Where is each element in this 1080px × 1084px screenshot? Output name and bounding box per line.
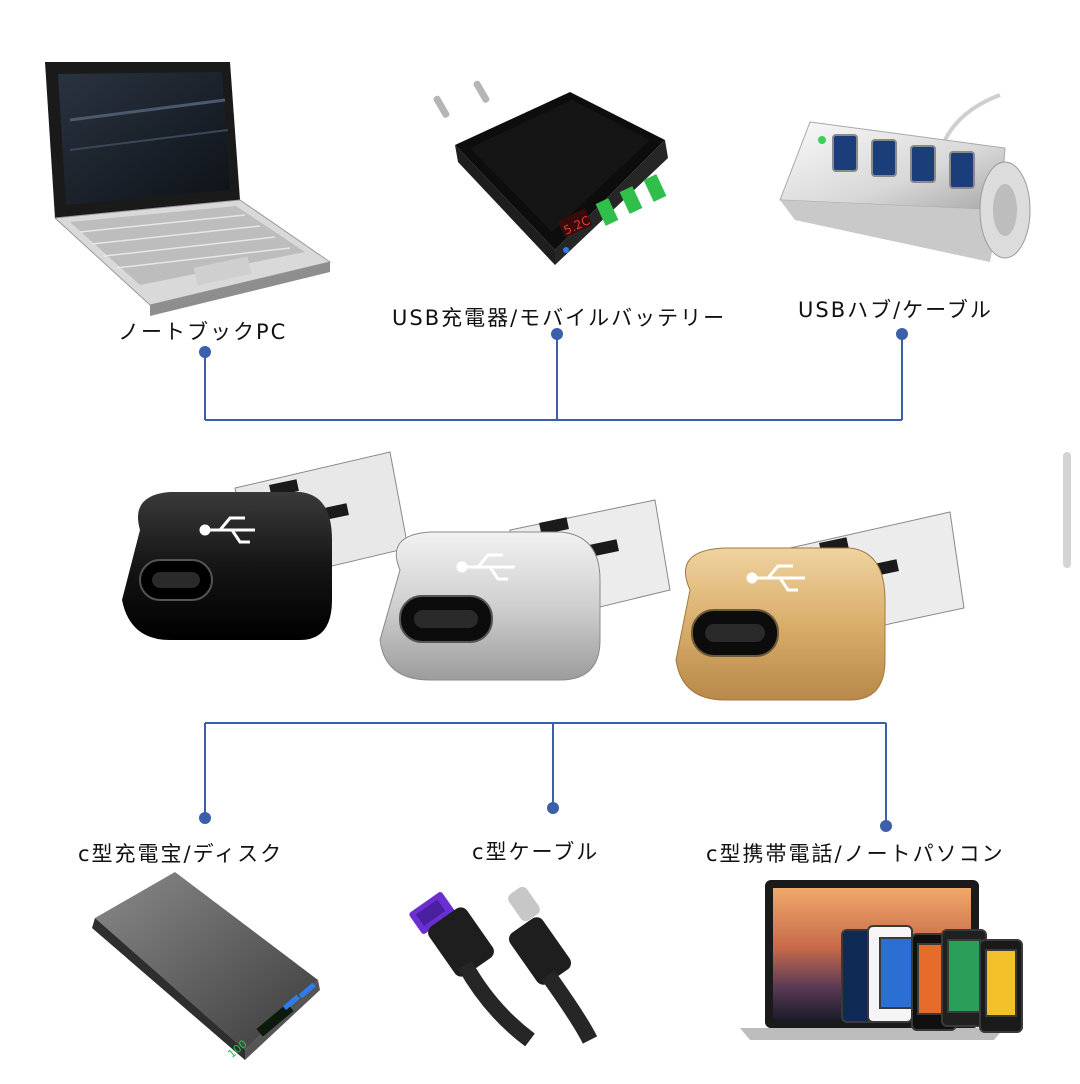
laptop-icon xyxy=(45,62,332,316)
label-notebook-pc: ノートブックPC xyxy=(118,320,288,344)
label-c-cable: c型ケーブル xyxy=(472,840,600,864)
top-connector-lines xyxy=(204,334,903,421)
label-usb-hub: USBハブ/ケーブル xyxy=(798,298,993,322)
usb-symbol-icon xyxy=(746,564,805,592)
usb-c-cable-icon xyxy=(409,886,598,1047)
scrollbar-thumb[interactable] xyxy=(1063,452,1071,568)
usb-symbol-icon xyxy=(456,553,515,581)
usb-adapter-black xyxy=(122,451,409,640)
connector-dot xyxy=(896,328,908,340)
label-c-phone-laptop: c型携帯電話/ノートパソコン xyxy=(706,842,1005,866)
usb-symbol-icon xyxy=(199,516,255,544)
connector-dot xyxy=(547,802,559,814)
bottom-connector-lines xyxy=(204,722,887,826)
usb-adapter-silver xyxy=(379,499,671,681)
label-usb-charger: USB充電器/モバイルバッテリー xyxy=(392,306,727,330)
connector-dot xyxy=(199,346,211,358)
connector-dot xyxy=(199,812,211,824)
phones-laptop-icon xyxy=(740,880,1023,1040)
usb-hub-icon xyxy=(779,93,1031,262)
usb-adapter-gold xyxy=(675,511,965,701)
connector-dot xyxy=(551,328,563,340)
label-c-power-bank: c型充電宝/ディスク xyxy=(78,842,284,866)
power-bank-icon: 100 xyxy=(92,872,320,1061)
connector-dot xyxy=(880,820,892,832)
usb-charger-icon: 5.2C xyxy=(433,80,668,265)
